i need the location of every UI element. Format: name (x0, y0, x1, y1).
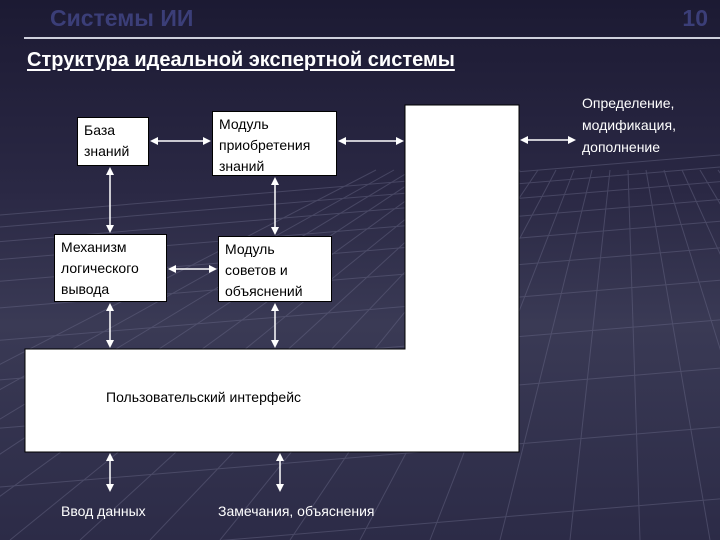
slide-header-title: Системы ИИ (50, 5, 194, 31)
knowledge-base-label: База знаний (84, 122, 130, 159)
inference-engine-label: Механизм логического вывода (61, 239, 139, 297)
data-input-label: Ввод данных (61, 503, 146, 519)
remarks-label: Замечания, объяснения (218, 503, 375, 519)
knowledge-acquisition-label: Модуль приобретения знаний (219, 116, 311, 174)
explanation-module-box: Модуль советов и объяснений (218, 236, 332, 302)
user-interface-label: Пользовательский интерфейс (106, 389, 302, 405)
modification-label: Определение, модификация, дополнение (582, 95, 676, 155)
explanation-module-label: Модуль советов и объяснений (225, 241, 303, 299)
header-divider (24, 37, 720, 39)
inference-engine-box: Механизм логического вывода (54, 234, 167, 302)
knowledge-acquisition-box: Модуль приобретения знаний (212, 111, 337, 176)
knowledge-base-box: База знаний (77, 117, 149, 166)
slide-number: 10 (682, 5, 708, 31)
slide-subtitle: Структура идеальной экспертной системы (27, 49, 455, 71)
